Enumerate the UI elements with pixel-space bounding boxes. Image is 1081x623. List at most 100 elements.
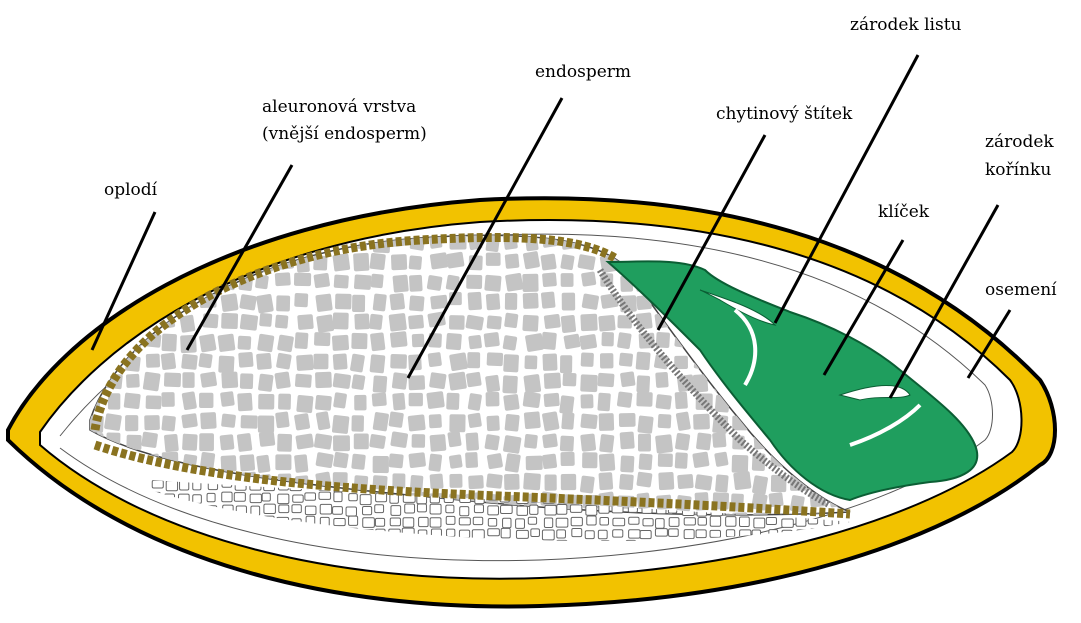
endosperm-cell [221, 371, 238, 388]
endosperm-cell [392, 393, 406, 411]
endosperm-cell [351, 415, 364, 432]
endosperm-cell [544, 314, 561, 329]
endosperm-cell [523, 293, 539, 309]
endosperm-cell [449, 454, 463, 469]
endosperm-cell [87, 295, 104, 312]
endosperm-cell [373, 456, 389, 473]
endosperm-cell [164, 434, 179, 452]
lower-cell [516, 530, 528, 538]
endosperm-cell [238, 352, 253, 368]
endosperm-cell [560, 452, 574, 466]
endosperm-cell [161, 415, 176, 431]
endosperm-cell [467, 292, 482, 311]
endosperm-cell [259, 431, 276, 447]
endosperm-cell [695, 474, 713, 491]
endosperm-cell [484, 332, 500, 348]
lower-cell [766, 517, 776, 524]
lower-cell [613, 530, 623, 537]
lower-cell [684, 530, 694, 539]
endosperm-cell [390, 354, 407, 369]
endosperm-cell [582, 452, 597, 468]
endosperm-cell [388, 453, 403, 468]
endosperm-cell [409, 275, 423, 292]
label-stitek: chytinový štítek [716, 104, 852, 124]
endosperm-cell [465, 315, 484, 331]
endosperm-cell [241, 415, 258, 429]
endosperm-cell [161, 353, 177, 371]
lower-cell [643, 519, 653, 526]
endosperm-cell [447, 431, 462, 448]
endosperm-cell [600, 293, 618, 309]
endosperm-cell [142, 253, 159, 269]
lower-cell [557, 504, 567, 514]
lower-cell [292, 505, 301, 513]
endosperm-cell [259, 313, 272, 327]
endosperm-cell [428, 453, 442, 471]
lower-cell [600, 517, 609, 524]
endosperm-cell [164, 235, 179, 250]
endosperm-cell [561, 412, 574, 430]
endosperm-cell [449, 315, 465, 330]
lower-cell [782, 519, 794, 527]
lower-cell [460, 507, 469, 516]
endosperm-cell [164, 372, 181, 387]
lower-cell [293, 495, 303, 502]
endosperm-cell [354, 274, 372, 290]
endosperm-cell [373, 375, 388, 393]
lower-cell [516, 519, 525, 529]
endosperm-cell [408, 375, 425, 390]
endosperm-cell [487, 453, 504, 469]
lower-cell [430, 518, 441, 527]
endosperm-cell [598, 315, 615, 332]
endosperm-cell [715, 474, 729, 492]
endosperm-cell [221, 413, 236, 428]
lower-cell [459, 518, 470, 525]
endosperm-cell [486, 392, 500, 407]
endosperm-cell [86, 273, 101, 290]
endosperm-cell [692, 451, 709, 468]
endosperm-cell [389, 313, 407, 332]
endosperm-cell [636, 352, 651, 371]
endosperm-cell [237, 393, 253, 412]
endosperm-cell [296, 354, 314, 371]
lower-cell [571, 517, 582, 525]
endosperm-cell [656, 332, 670, 348]
endosperm-cell [274, 371, 291, 389]
endosperm-cell [486, 293, 501, 310]
endosperm-cell [161, 334, 177, 352]
endosperm-cell [275, 272, 291, 286]
endosperm-cell [845, 231, 860, 249]
endosperm-cell [218, 356, 234, 374]
endosperm-cell [426, 391, 445, 409]
endosperm-cell [333, 435, 350, 451]
lower-cell [459, 530, 469, 538]
lower-cell [544, 518, 552, 527]
endosperm-cell [448, 372, 467, 391]
endosperm-cell [408, 315, 424, 330]
lower-cell [391, 506, 401, 516]
endosperm-cell [503, 394, 520, 411]
endosperm-cell [257, 334, 274, 353]
endosperm-cell [503, 354, 519, 372]
endosperm-cell [256, 353, 272, 370]
endosperm-cell [617, 391, 633, 408]
endosperm-cell [619, 474, 634, 491]
endosperm-cell [559, 395, 574, 414]
endosperm-cell [561, 474, 576, 490]
endosperm-cell [237, 433, 253, 452]
endosperm-cell [239, 294, 257, 311]
endosperm-cell [333, 373, 352, 389]
endosperm-cell [219, 232, 234, 249]
lower-cell [417, 504, 426, 512]
endosperm-cell [276, 353, 292, 370]
endosperm-cell [239, 454, 255, 471]
endosperm-cell [580, 413, 598, 429]
endosperm-cell [275, 411, 290, 428]
endosperm-cell [449, 352, 468, 371]
endosperm-cell [620, 431, 635, 449]
endosperm-cell [580, 475, 595, 493]
endosperm-cell [295, 374, 312, 388]
endosperm-cell [771, 475, 787, 492]
lower-cell [739, 517, 749, 527]
endosperm-cell [240, 373, 254, 389]
